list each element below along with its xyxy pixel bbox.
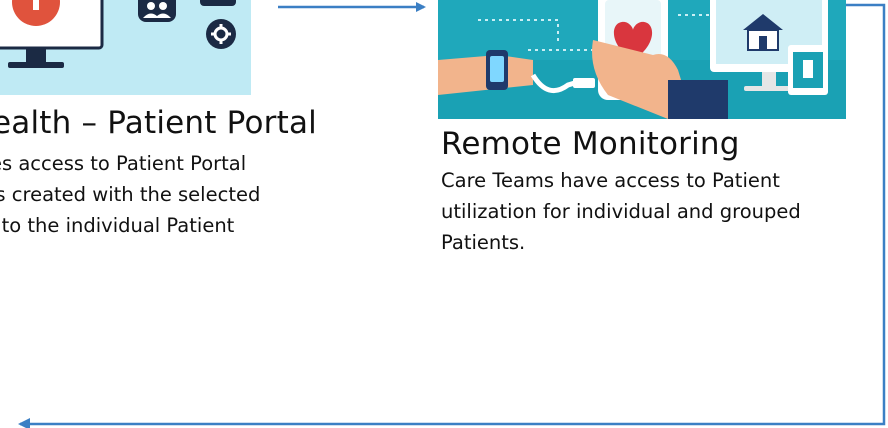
description-line: is created with the selected (0, 183, 261, 206)
description-line: Patients. (441, 231, 526, 254)
description-line: utilization for individual and grouped (441, 200, 801, 223)
gear-icon (206, 19, 236, 49)
users-icon (138, 0, 176, 22)
remote-monitoring-description: Care Teams have access to Patient utiliz… (441, 165, 801, 258)
remote-monitoring-illustration (438, 0, 846, 119)
description-line: Care Teams have access to Patient (441, 169, 780, 192)
description-line: es access to Patient Portal (0, 152, 247, 175)
patient-portal-illustration (0, 0, 251, 95)
patient-portal-title: ealth – Patient Portal (0, 105, 317, 141)
description-line: l to the individual Patient (0, 214, 235, 237)
patient-portal-description: es access to Patient Portal is created w… (0, 148, 260, 241)
remote-monitoring-title: Remote Monitoring (441, 126, 740, 162)
